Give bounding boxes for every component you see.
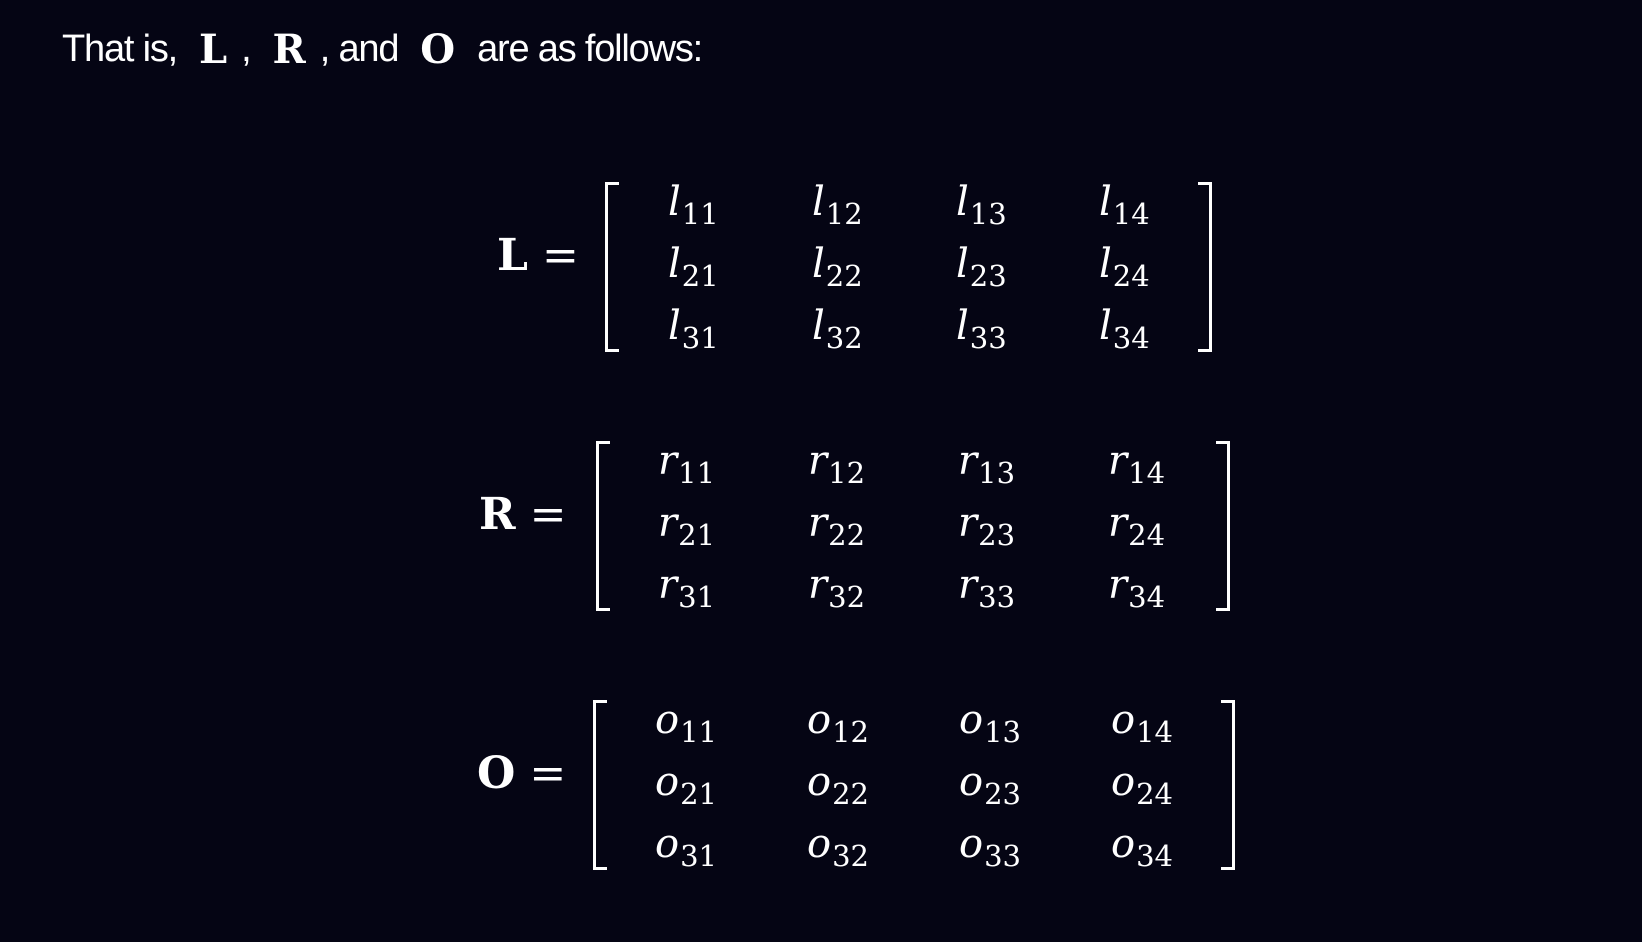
matrix-r-right-bracket — [1216, 441, 1230, 611]
matrix-o-right-bracket — [1221, 700, 1235, 870]
matrix-o-cell-33: o33 — [959, 821, 1021, 873]
matrix-r-cell-11: r11 — [658, 438, 716, 490]
matrix-o-cell-31: o31 — [655, 821, 717, 873]
matrix-r-cell-14: r14 — [1108, 438, 1166, 490]
matrix-o-lhs: O= — [477, 748, 566, 800]
matrix-l-left-bracket — [605, 182, 619, 352]
matrix-o-cell-24: o24 — [1111, 759, 1173, 811]
matrix-l-equals: = — [541, 230, 579, 281]
matrix-r-cell-13: r13 — [958, 438, 1016, 490]
matrix-r-lhs: R= — [479, 489, 566, 541]
symbol-o: O — [420, 26, 456, 73]
matrix-l-cell-22: l22 — [812, 241, 863, 293]
matrix-r-cell-32: r32 — [808, 562, 866, 614]
matrix-l-cell-31: l31 — [668, 303, 719, 355]
matrix-o-cell-13: o13 — [959, 697, 1021, 749]
matrix-l-right-bracket — [1198, 182, 1212, 352]
matrix-o-cell-12: o12 — [807, 697, 869, 749]
matrix-o-cell-32: o32 — [807, 821, 869, 873]
matrix-r-cell-23: r23 — [958, 500, 1016, 552]
matrix-l-name: L — [497, 230, 528, 281]
matrix-l-cell-24: l24 — [1099, 241, 1150, 293]
intro-tail-text: are as follows: — [477, 28, 703, 70]
matrix-o-left-bracket — [593, 700, 607, 870]
intro-lead-text: That is, — [62, 28, 178, 70]
matrix-r-cell-31: r31 — [658, 562, 716, 614]
matrix-l-cell-11: l11 — [668, 179, 719, 231]
matrix-r-cell-24: r24 — [1108, 500, 1166, 552]
matrix-o-equals: = — [529, 748, 567, 799]
symbol-l: L — [199, 26, 228, 73]
matrix-r-equals: = — [529, 489, 567, 540]
matrix-l-cell-34: l34 — [1099, 303, 1150, 355]
matrix-l-cell-23: l23 — [956, 241, 1007, 293]
matrix-l-cell-12: l12 — [812, 179, 863, 231]
matrix-r-left-bracket — [596, 441, 610, 611]
matrix-r-cell-12: r12 — [808, 438, 866, 490]
matrix-l-cell-14: l14 — [1099, 179, 1150, 231]
intro-and-text: , and — [319, 28, 400, 70]
matrix-r-cell-21: r21 — [658, 500, 716, 552]
matrix-r-name: R — [479, 489, 516, 540]
matrix-o-cell-34: o34 — [1111, 821, 1173, 873]
matrix-r-equation: R= r11 r12 r13 r14 r21 r22 r23 r24 r31 r… — [0, 431, 1642, 621]
matrix-l-cell-32: l32 — [812, 303, 863, 355]
matrix-r-cell-22: r22 — [808, 500, 866, 552]
matrix-o-name: O — [477, 748, 516, 799]
matrix-l-cell-13: l13 — [956, 179, 1007, 231]
matrix-r-cell-34: r34 — [1108, 562, 1166, 614]
matrix-l-cell-33: l33 — [956, 303, 1007, 355]
matrix-o-cell-22: o22 — [807, 759, 869, 811]
matrix-l-cell-21: l21 — [668, 241, 719, 293]
matrix-o-cell-14: o14 — [1111, 697, 1173, 749]
symbol-r: R — [272, 26, 306, 73]
matrix-l-equation: L= l11 l12 l13 l14 l21 l22 l23 l24 l31 l… — [0, 172, 1642, 362]
matrix-l-lhs: L= — [497, 230, 579, 282]
matrix-o-cell-11: o11 — [655, 697, 717, 749]
matrix-o-cell-21: o21 — [655, 759, 717, 811]
matrix-o-cell-23: o23 — [959, 759, 1021, 811]
matrix-o-equation: O= o11 o12 o13 o14 o21 o22 o23 o24 o31 o… — [0, 690, 1642, 880]
matrix-r-cell-33: r33 — [958, 562, 1016, 614]
intro-comma: , — [241, 28, 252, 70]
